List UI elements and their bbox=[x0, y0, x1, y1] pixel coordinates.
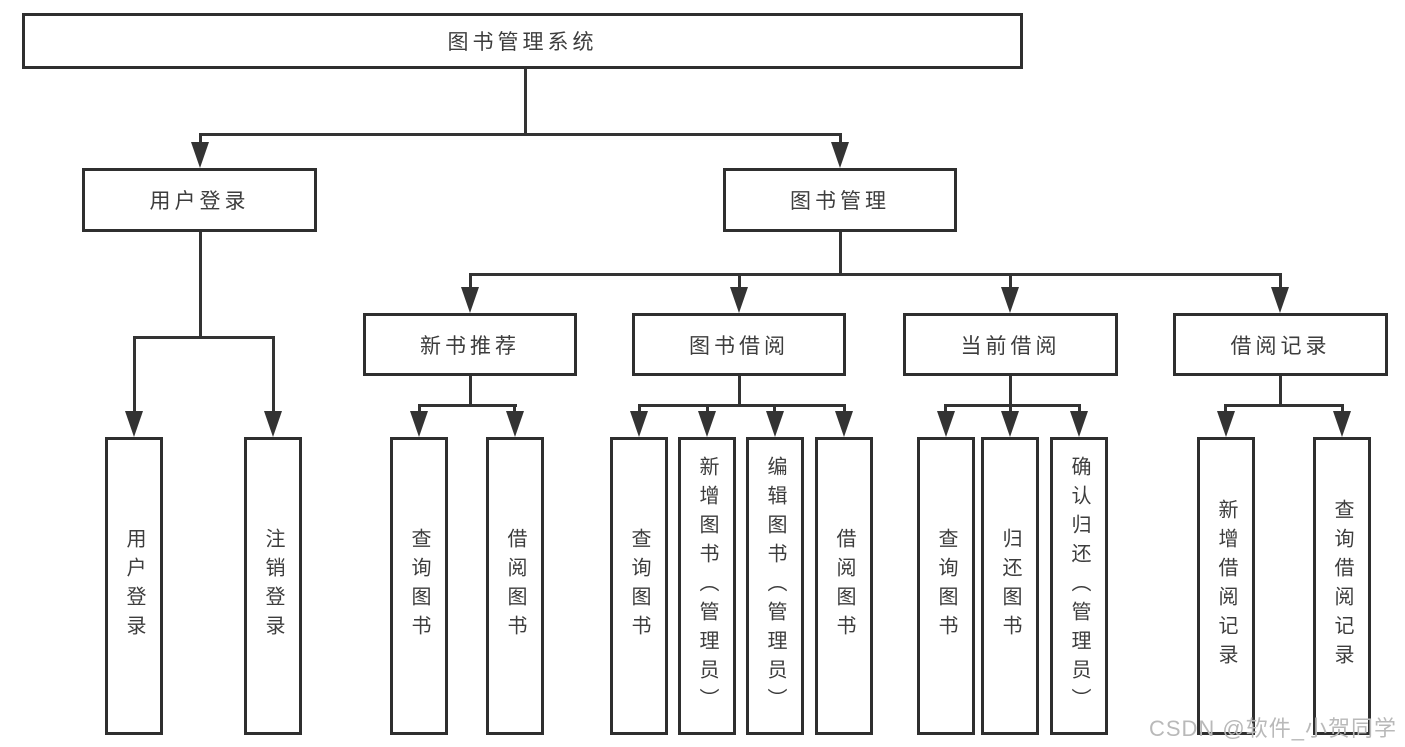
leaf-add-borrow-record-label: 新增借阅记录 bbox=[1215, 499, 1237, 673]
connector-line bbox=[132, 336, 275, 339]
node-new-book-recommend-label: 新书推荐 bbox=[420, 334, 520, 358]
leaf-borrow-book-2: 借阅图书 bbox=[815, 437, 873, 735]
connector-line bbox=[198, 232, 202, 339]
arrow-down-icon bbox=[835, 411, 853, 437]
connector-line bbox=[198, 133, 202, 146]
connector-line bbox=[1278, 376, 1282, 407]
leaf-edit-book-admin: 编辑图书（管理员） bbox=[746, 437, 804, 735]
node-borrow-record: 借阅记录 bbox=[1173, 313, 1388, 376]
leaf-logout-label: 注销登录 bbox=[262, 528, 284, 644]
connector-line bbox=[838, 232, 842, 276]
connector-line bbox=[944, 404, 1081, 407]
connector-line bbox=[523, 69, 527, 133]
leaf-add-book-admin: 新增图书（管理员） bbox=[678, 437, 736, 735]
node-user-login: 用户登录 bbox=[82, 168, 317, 232]
arrow-down-icon bbox=[1271, 287, 1289, 313]
leaf-query-book-1-label: 查询图书 bbox=[408, 528, 430, 644]
leaf-borrow-book-1: 借阅图书 bbox=[486, 437, 544, 735]
leaf-query-book-2-label: 查询图书 bbox=[628, 528, 650, 644]
connector-line bbox=[468, 376, 472, 407]
arrow-down-icon bbox=[264, 411, 282, 437]
connector-line bbox=[132, 336, 136, 414]
connector-line bbox=[1008, 273, 1012, 290]
leaf-borrow-book-2-label: 借阅图书 bbox=[833, 528, 855, 644]
connector-line bbox=[1340, 404, 1344, 414]
leaf-add-book-admin-label: 新增图书（管理员） bbox=[696, 455, 718, 717]
connector-line bbox=[1077, 404, 1081, 414]
connector-line bbox=[705, 404, 709, 414]
arrow-down-icon bbox=[191, 142, 209, 168]
leaf-query-book-1: 查询图书 bbox=[390, 437, 448, 735]
connector-line bbox=[1008, 404, 1012, 414]
connector-line bbox=[417, 404, 517, 407]
leaf-confirm-return-admin-label: 确认归还（管理员） bbox=[1068, 455, 1090, 717]
connector-line bbox=[417, 404, 421, 414]
connector-line bbox=[468, 273, 472, 290]
node-user-login-label: 用户登录 bbox=[149, 190, 250, 213]
arrow-down-icon bbox=[630, 411, 648, 437]
arrow-down-icon bbox=[461, 287, 479, 313]
arrow-down-icon bbox=[505, 411, 524, 437]
connector-line bbox=[198, 133, 842, 136]
node-book-management-label: 图书管理 bbox=[790, 190, 890, 213]
leaf-user-login: 用户登录 bbox=[105, 437, 163, 735]
arrow-down-icon bbox=[1001, 411, 1019, 437]
node-book-borrow: 图书借阅 bbox=[632, 313, 846, 376]
arrow-down-icon bbox=[125, 411, 143, 437]
node-root: 图书管理系统 bbox=[22, 13, 1023, 69]
node-book-management: 图书管理 bbox=[723, 168, 957, 232]
arrow-down-icon bbox=[831, 142, 849, 168]
leaf-query-borrow-record: 查询借阅记录 bbox=[1313, 437, 1371, 735]
leaf-confirm-return-admin: 确认归还（管理员） bbox=[1050, 437, 1108, 735]
leaf-query-book-2: 查询图书 bbox=[610, 437, 668, 735]
connector-line bbox=[773, 404, 776, 414]
leaf-query-book-3-label: 查询图书 bbox=[935, 528, 957, 644]
leaf-add-borrow-record: 新增借阅记录 bbox=[1197, 437, 1255, 735]
arrow-down-icon bbox=[410, 411, 428, 437]
connector-line bbox=[637, 404, 641, 414]
arrow-down-icon bbox=[1216, 411, 1235, 437]
connector-line bbox=[838, 133, 842, 146]
connector-line bbox=[1224, 404, 1344, 407]
node-current-borrow: 当前借阅 bbox=[903, 313, 1118, 376]
arrow-down-icon bbox=[698, 411, 716, 437]
connector-line bbox=[513, 404, 516, 414]
arrow-down-icon bbox=[730, 287, 748, 313]
connector-line bbox=[737, 273, 741, 290]
node-root-label: 图书管理系统 bbox=[447, 31, 598, 54]
leaf-return-book: 归还图书 bbox=[981, 437, 1039, 735]
leaf-logout: 注销登录 bbox=[244, 437, 302, 735]
connector-line bbox=[1008, 376, 1012, 407]
watermark: CSDN @软件_小贺同学 bbox=[1148, 716, 1397, 741]
leaf-return-book-label: 归还图书 bbox=[999, 528, 1021, 644]
connector-line bbox=[737, 376, 741, 407]
leaf-query-book-3: 查询图书 bbox=[917, 437, 975, 735]
arrow-down-icon bbox=[936, 411, 955, 437]
arrow-down-icon bbox=[765, 411, 784, 437]
connector-line bbox=[271, 336, 275, 414]
leaf-query-borrow-record-label: 查询借阅记录 bbox=[1331, 499, 1353, 673]
arrow-down-icon bbox=[1070, 411, 1088, 437]
arrow-down-icon bbox=[1333, 411, 1351, 437]
leaf-edit-book-admin-label: 编辑图书（管理员） bbox=[764, 455, 786, 717]
node-current-borrow-label: 当前借阅 bbox=[960, 334, 1061, 358]
arrow-down-icon bbox=[1001, 287, 1019, 313]
connector-line bbox=[468, 273, 1282, 276]
node-new-book-recommend: 新书推荐 bbox=[363, 313, 577, 376]
connector-line bbox=[1278, 273, 1282, 290]
node-borrow-record-label: 借阅记录 bbox=[1230, 334, 1331, 358]
leaf-borrow-book-1-label: 借阅图书 bbox=[504, 528, 526, 644]
connector-line bbox=[1224, 404, 1227, 414]
connector-line bbox=[637, 404, 846, 407]
leaf-user-login-label: 用户登录 bbox=[123, 528, 145, 644]
node-book-borrow-label: 图书借阅 bbox=[689, 334, 789, 358]
connector-line bbox=[944, 404, 947, 414]
connector-line bbox=[842, 404, 846, 414]
